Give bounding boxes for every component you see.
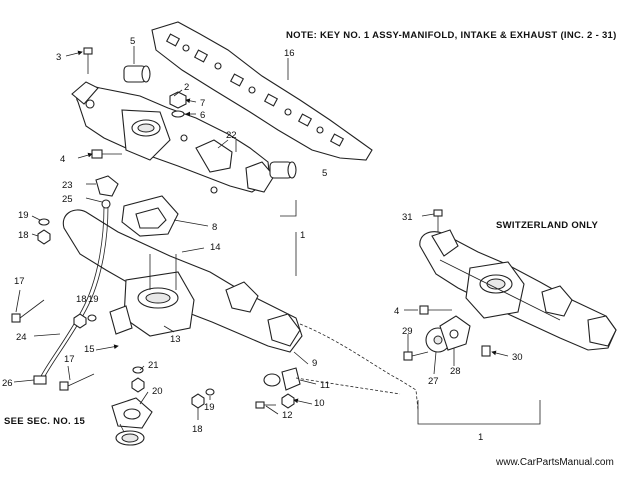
callout-6: 6: [200, 110, 205, 121]
callout-28: 28: [450, 366, 461, 377]
watermark: www.CarPartsManual.com: [495, 457, 614, 468]
callout-1: 1: [300, 230, 305, 241]
bracket-1-right: [417, 400, 541, 425]
gasket-20: [111, 397, 153, 429]
dashed-guide: [299, 323, 419, 411]
spacer-5b: [269, 161, 297, 179]
region-label: SWITZERLAND ONLY: [496, 220, 598, 231]
nut-21: [131, 377, 145, 393]
gasket-28: [439, 315, 471, 351]
callout-13: 13: [170, 334, 181, 345]
manifold-gasket: [151, 21, 373, 161]
intake-manifold: [62, 209, 303, 353]
bolt-4b: [419, 305, 452, 315]
callout-22: 22: [226, 130, 237, 141]
spacer-5: [123, 65, 151, 83]
callout-3: 3: [56, 52, 61, 63]
callout-19: 19: [18, 210, 29, 221]
nut-18b: [73, 313, 87, 329]
callout-18c: 18: [192, 424, 203, 435]
switzerland-manifold: [419, 229, 617, 351]
plug-30: [481, 345, 491, 357]
callout-9: 9: [312, 358, 317, 369]
washer-6: [171, 110, 185, 118]
bolt-3: [83, 47, 93, 74]
callout-27: 27: [428, 376, 439, 387]
callout-15: 15: [84, 344, 95, 355]
callout-18b: 18: [76, 294, 87, 305]
exhaust-manifold: [71, 81, 275, 194]
callout-17: 17: [14, 276, 25, 287]
gasket-8: [121, 195, 179, 237]
clip-26: [33, 375, 47, 385]
nut-7: [169, 91, 187, 109]
bracket-11: [281, 367, 301, 391]
callout-21: 21: [148, 360, 159, 371]
callout-30: 30: [512, 352, 523, 363]
callout-29: 29: [402, 326, 413, 337]
callout-4b: 4: [394, 306, 399, 317]
callout-4: 4: [60, 154, 65, 165]
callout-19c: 19: [204, 402, 215, 413]
thermostat-housing: [115, 430, 145, 446]
leader-lines: [13, 46, 509, 433]
callout-8: 8: [212, 222, 217, 233]
callout-31: 31: [402, 212, 413, 223]
callout-18: 18: [18, 230, 29, 241]
bracket-1-top: [280, 200, 297, 217]
callout-19b: 19: [88, 294, 99, 305]
nut-18c: [191, 393, 205, 409]
callout-11: 11: [320, 380, 330, 391]
bolt-17b: [59, 373, 95, 391]
callout-23: 23: [62, 180, 73, 191]
callout-24: 24: [16, 332, 27, 343]
nut-18a: [37, 229, 51, 245]
callout-12: 12: [282, 410, 293, 421]
washer-19c: [205, 388, 215, 396]
callout-20: 20: [152, 386, 163, 397]
pipe-24: [39, 205, 105, 379]
pipe-fitting-25: [101, 199, 111, 209]
bolt-31: [433, 209, 443, 232]
bolt-17a: [11, 299, 45, 323]
callout-17b: 17: [64, 354, 75, 365]
callout-5b: 5: [322, 168, 327, 179]
callout-25: 25: [62, 194, 73, 205]
callout-26: 26: [2, 378, 13, 389]
callout-7: 7: [200, 98, 205, 109]
washer-19b: [87, 314, 97, 322]
heat-valve-9: [263, 373, 281, 387]
washer-21: [132, 366, 144, 374]
callout-1b: 1: [478, 432, 483, 443]
elbow-23: [95, 175, 119, 197]
washer-19a: [38, 218, 50, 226]
callout-2: 2: [184, 82, 189, 93]
note-text: NOTE: KEY NO. 1 ASSY-MANIFOLD, INTAKE & …: [286, 30, 617, 41]
nut-10: [281, 393, 295, 409]
bolt-4: [91, 149, 122, 159]
callout-10: 10: [314, 398, 325, 409]
dashed-guide-2: [295, 377, 401, 395]
pipe-24-outline: [43, 205, 109, 379]
callout-16: 16: [284, 48, 295, 59]
callout-5: 5: [130, 36, 135, 47]
bolt-29: [403, 351, 429, 361]
bolt-12: [255, 401, 276, 409]
see-section-label: SEE SEC. NO. 15: [4, 416, 85, 427]
callout-14: 14: [210, 242, 221, 253]
